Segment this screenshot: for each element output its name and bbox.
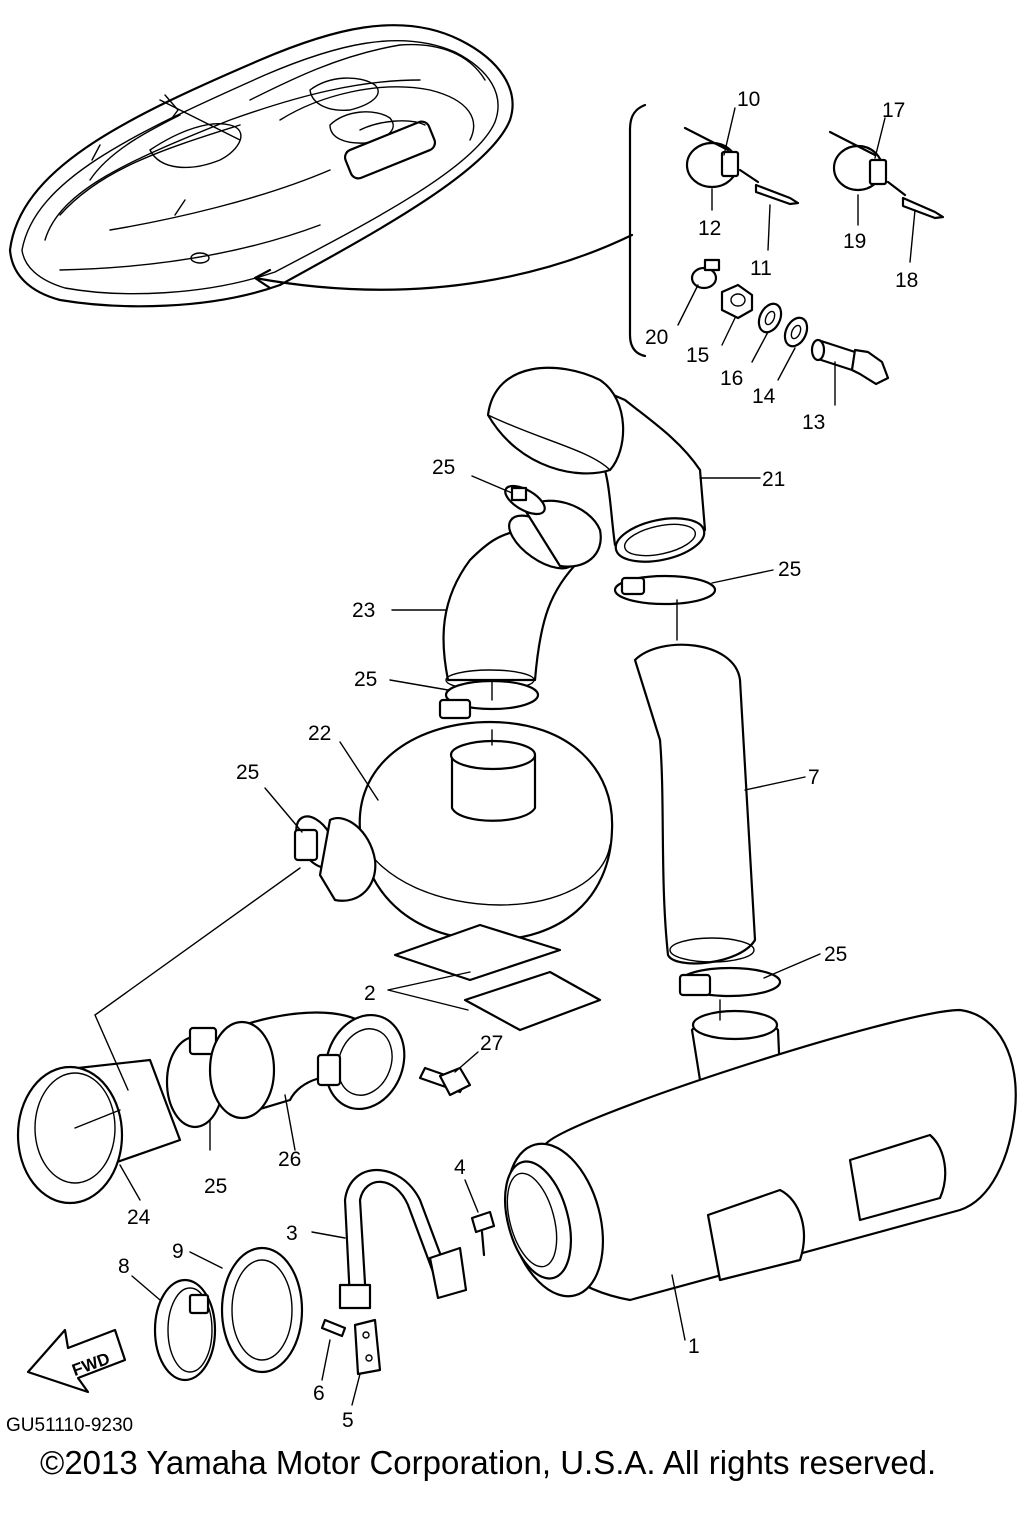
location-arrow	[253, 233, 634, 291]
callout-15: 15	[686, 344, 709, 367]
callout-17: 17	[882, 99, 905, 122]
hose-clamp-10-12	[683, 126, 800, 206]
gaskets-2	[393, 923, 602, 1032]
callout-9: 9	[172, 1240, 184, 1263]
hose-clamp-17-19	[828, 130, 945, 220]
callout-5: 5	[342, 1409, 354, 1432]
callout-25-f: 25	[204, 1175, 227, 1198]
washer-16	[757, 302, 783, 334]
callout-14: 14	[752, 385, 776, 408]
callout-23: 23	[352, 599, 375, 622]
callout-1: 1	[688, 1335, 700, 1358]
callout-25-b: 25	[778, 558, 801, 581]
callout-22: 22	[308, 722, 331, 745]
callout-10: 10	[737, 88, 760, 111]
diagram-code: GU51110-9230	[6, 1415, 133, 1436]
callout-4: 4	[454, 1156, 466, 1179]
callout-2: 2	[364, 982, 376, 1005]
water-box-22	[318, 720, 614, 942]
callout-25-e: 25	[824, 943, 847, 966]
hose-clamps-25	[165, 484, 782, 1129]
callout-25-d: 25	[236, 761, 259, 784]
muffler-1	[504, 1008, 1017, 1302]
small-clamp-20	[690, 258, 721, 290]
callout-8: 8	[118, 1255, 130, 1278]
band-3	[338, 1168, 468, 1310]
grommet-9	[220, 1246, 304, 1374]
location-arrowhead	[253, 268, 272, 290]
pipe-7	[633, 643, 757, 965]
bolt-6	[320, 1318, 347, 1338]
rubber-elbow-21	[486, 366, 707, 563]
callout-3: 3	[286, 1222, 298, 1245]
callout-18: 18	[895, 269, 918, 292]
callout-7: 7	[808, 766, 820, 789]
copyright-notice: ©2013 Yamaha Motor Corporation, U.S.A. A…	[40, 1444, 936, 1481]
bolt-27	[418, 1066, 472, 1097]
nut-15	[720, 283, 754, 320]
callout-25-c: 25	[354, 668, 377, 691]
leader-lines	[74, 107, 916, 1406]
callout-11: 11	[750, 257, 772, 280]
callout-24: 24	[127, 1206, 151, 1229]
bolt-4	[470, 1210, 496, 1257]
fwd-arrow-icon: FWD	[26, 1328, 127, 1394]
callout-27: 27	[480, 1032, 503, 1055]
washer-14	[783, 316, 809, 348]
watercraft-overview	[8, 24, 514, 308]
elbow-26	[208, 1011, 406, 1120]
callout-20: 20	[645, 326, 668, 349]
fitting-13	[810, 338, 890, 386]
detail-bracket	[628, 103, 647, 358]
stay-5	[353, 1318, 382, 1376]
callout-12: 12	[698, 217, 721, 240]
callout-19: 19	[843, 230, 866, 253]
pipe-23	[442, 499, 602, 691]
callout-13: 13	[802, 411, 825, 434]
callout-6: 6	[313, 1382, 325, 1405]
callout-labels: 10 17 12 11 19 18 20 15 16 14 13 25 21 2…	[118, 88, 918, 1432]
callout-25-a: 25	[432, 456, 455, 479]
callout-26: 26	[278, 1148, 301, 1171]
pipe-24	[16, 1058, 182, 1205]
callout-16: 16	[720, 367, 743, 390]
callout-21: 21	[762, 468, 785, 491]
clamp-8	[153, 1278, 217, 1382]
